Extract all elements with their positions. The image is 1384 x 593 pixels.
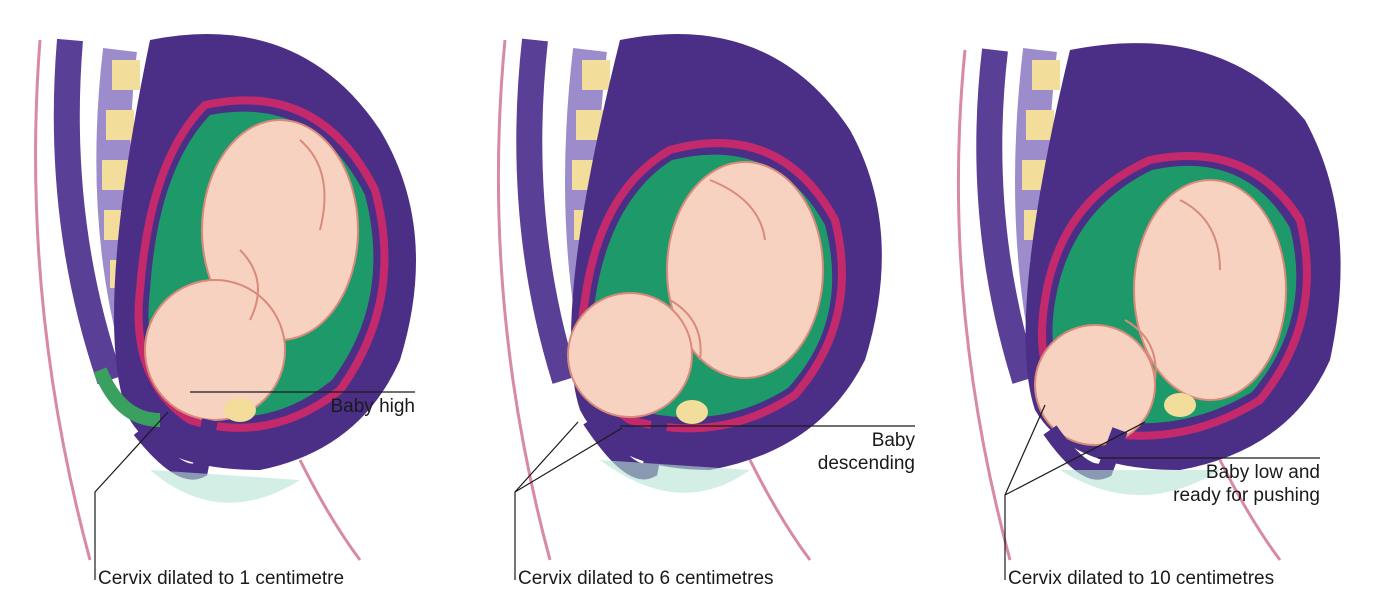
panel-stage-1: Baby high Cervix dilated to 1 centimetre bbox=[0, 0, 460, 593]
pubic-bone bbox=[1164, 393, 1196, 417]
thigh-contour bbox=[300, 460, 360, 560]
pubic-bone bbox=[224, 398, 256, 422]
pubic-bone bbox=[676, 400, 708, 424]
panel-stage-3: Baby low and ready for pushing Cervix di… bbox=[920, 0, 1384, 593]
stage-label-line-2: ready for pushing bbox=[1140, 485, 1320, 507]
stage-label-line-1: Baby bbox=[760, 430, 915, 452]
thigh-contour bbox=[750, 460, 810, 560]
illustration-baby-descending bbox=[460, 0, 920, 593]
cervix-label: Cervix dilated to 1 centimetre bbox=[98, 568, 344, 590]
panel-stage-2: Baby descending Cervix dilated to 6 cent… bbox=[460, 0, 920, 593]
leader-line-cervix-2 bbox=[515, 428, 622, 492]
stage-label-line-1: Baby low and bbox=[1140, 462, 1320, 484]
vaginal-canal bbox=[150, 470, 300, 503]
stage-label: Baby high bbox=[290, 396, 415, 418]
cervix-label: Cervix dilated to 6 centimetres bbox=[518, 568, 774, 590]
cervix-label: Cervix dilated to 10 centimetres bbox=[1008, 568, 1274, 590]
illustration-baby-high bbox=[0, 0, 460, 593]
stage-label-line-2: descending bbox=[760, 453, 915, 475]
